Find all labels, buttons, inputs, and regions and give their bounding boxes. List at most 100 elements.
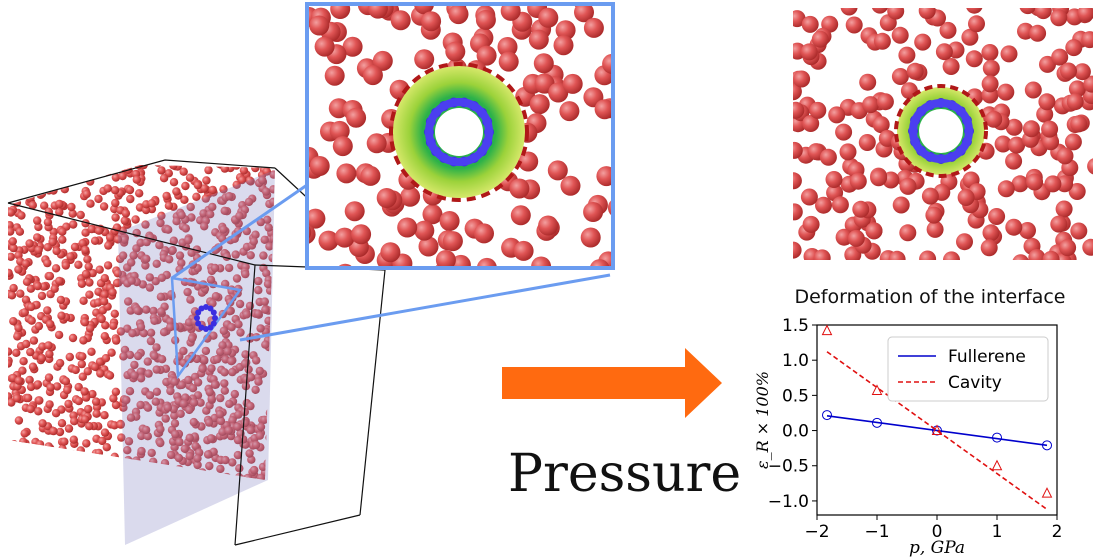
molecule [64, 399, 73, 409]
y-axis-label: ε_R × 100% [753, 371, 772, 469]
molecule [39, 491, 47, 499]
molecule [184, 318, 194, 327]
molecule [107, 348, 116, 357]
molecule [60, 529, 68, 537]
molecule [142, 305, 151, 314]
fullerene-atom [195, 320, 202, 327]
molecule [50, 284, 59, 293]
molecule [71, 500, 79, 508]
molecule [888, 250, 906, 260]
molecule [206, 434, 216, 443]
molecule [9, 507, 17, 515]
molecule [115, 532, 123, 540]
molecule [4, 482, 12, 490]
molecule [232, 274, 242, 283]
molecule [553, 35, 574, 56]
molecule [142, 254, 151, 263]
molecule [50, 486, 58, 494]
molecule [8, 268, 13, 278]
molecule [96, 472, 105, 480]
molecule [80, 387, 89, 396]
molecule [99, 297, 109, 306]
molecule [187, 334, 197, 343]
molecule [266, 485, 274, 493]
molecule [560, 175, 581, 196]
fullerene-ring [425, 98, 493, 166]
molecule [90, 236, 100, 245]
molecule [192, 192, 201, 201]
molecule [107, 165, 117, 170]
molecule [8, 519, 16, 527]
molecule [255, 366, 264, 376]
molecule [255, 505, 263, 513]
molecule [55, 276, 64, 286]
molecule [113, 540, 121, 548]
molecule [271, 543, 279, 551]
molecule [435, 250, 456, 268]
molecule [57, 419, 67, 428]
molecule [254, 377, 263, 386]
molecule [46, 453, 55, 462]
molecule [219, 326, 228, 335]
molecule [211, 292, 221, 301]
molecule [170, 419, 180, 428]
molecule [99, 501, 107, 509]
molecule [997, 180, 1015, 198]
molecule [330, 4, 351, 19]
molecule [54, 534, 62, 542]
molecule [262, 269, 271, 278]
molecule [24, 165, 33, 168]
molecule [110, 421, 119, 430]
molecule [44, 442, 53, 451]
molecule [119, 352, 128, 361]
molecule [33, 475, 42, 480]
molecule [230, 541, 238, 549]
molecule [104, 241, 113, 250]
molecule [1042, 250, 1060, 260]
molecule [95, 265, 104, 274]
molecule [246, 251, 255, 260]
molecule [793, 101, 805, 119]
molecule [68, 531, 76, 539]
molecule [61, 261, 70, 270]
molecule [39, 282, 48, 291]
molecule [192, 245, 202, 254]
molecule [815, 196, 832, 214]
box-edges [7, 159, 386, 546]
molecule [268, 516, 276, 524]
molecule [1065, 39, 1083, 57]
molecule [125, 387, 135, 396]
molecule [935, 43, 953, 61]
molecule [260, 297, 269, 306]
molecule [422, 204, 443, 225]
molecule [28, 181, 37, 190]
molecule [216, 416, 226, 426]
molecule [156, 438, 165, 448]
molecule [813, 249, 831, 260]
molecule [128, 329, 137, 338]
molecule [26, 484, 34, 492]
molecule [332, 136, 353, 157]
molecule [13, 485, 21, 493]
molecule [205, 461, 214, 471]
fullerene-atom [210, 309, 217, 316]
molecule [105, 511, 113, 519]
mini-fullerene [194, 304, 218, 332]
molecule [43, 306, 52, 315]
molecule [252, 165, 261, 166]
molecule [71, 487, 79, 495]
molecule [56, 295, 66, 305]
molecule [185, 405, 194, 415]
molecule [111, 173, 121, 182]
molecule [88, 389, 97, 399]
molecule [307, 208, 326, 229]
molecule [528, 29, 549, 50]
molecule [47, 476, 57, 480]
molecule [179, 399, 188, 408]
molecule [183, 287, 192, 297]
molecule [510, 205, 531, 226]
molecule [1039, 55, 1056, 73]
molecule [111, 213, 120, 222]
molecule [220, 165, 230, 173]
molecule [49, 486, 57, 494]
